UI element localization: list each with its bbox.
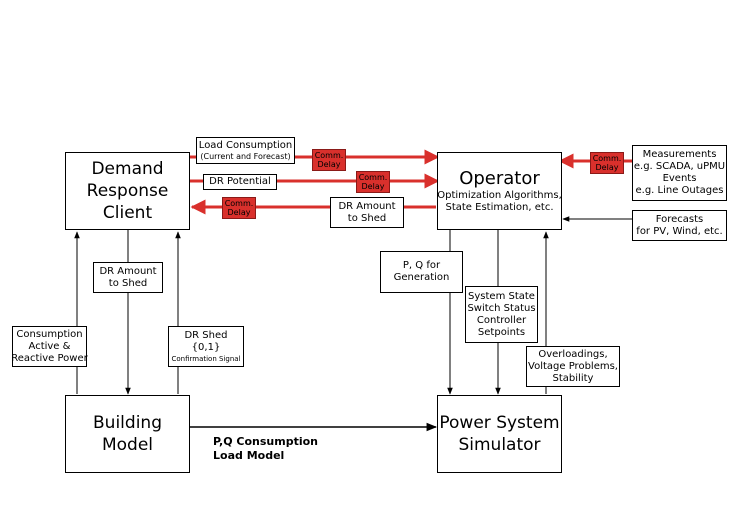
power-system-simulator-block: Power System Simulator bbox=[437, 395, 562, 473]
comm-delay-line2: Delay bbox=[361, 182, 385, 191]
pq-consumption-line1: P,Q Consumption bbox=[213, 435, 318, 448]
dr-shed-line2: {0,1} bbox=[191, 341, 221, 353]
pq-gen-line1: P, Q for bbox=[402, 260, 441, 271]
drc-line1: Demand bbox=[91, 159, 164, 179]
pq-gen-line2: Generation bbox=[393, 272, 450, 283]
dr-shed-line3: Confirmation Signal bbox=[171, 354, 241, 363]
consumption-label: Consumption Active & Reactive Power bbox=[11, 326, 88, 367]
forecasts-line1: Forecasts bbox=[655, 213, 704, 225]
operator-line1: Optimization Algorithms, bbox=[437, 190, 562, 201]
dr-amount-bld-line1: DR Amount bbox=[99, 265, 157, 277]
comm-delay-line2: Delay bbox=[317, 160, 341, 169]
measurements-line4: e.g. Line Outages bbox=[635, 185, 724, 196]
forecasts-line2: for PV, Wind, etc. bbox=[636, 225, 723, 237]
consumption-line2: Active & bbox=[28, 340, 71, 352]
measurements-line3: Events bbox=[662, 173, 697, 184]
overloadings-line1: Overloadings, bbox=[538, 348, 608, 360]
overloadings-line2: Voltage Problems, bbox=[528, 360, 618, 372]
comm-delay-badge: Comm. Delay bbox=[312, 149, 346, 171]
comm-delay-line1: Comm. bbox=[224, 199, 254, 208]
comm-delay-line2: Delay bbox=[227, 208, 251, 217]
pq-consumption-line2: Load Model bbox=[213, 449, 285, 462]
comm-delay-badge: Comm. Delay bbox=[222, 197, 256, 219]
dr-amount-op-line1: DR Amount bbox=[338, 200, 396, 212]
simulator-line2: Simulator bbox=[458, 435, 541, 455]
comm-delay-line1: Comm. bbox=[358, 173, 388, 182]
load-consumption-label: Load Consumption (Current and Forecast) bbox=[196, 137, 295, 164]
dr-shed-line1: DR Shed bbox=[184, 329, 228, 341]
comm-delay-line1: Comm. bbox=[314, 151, 344, 160]
drc-line3: Client bbox=[102, 203, 153, 223]
comm-delay-line2: Delay bbox=[595, 163, 619, 172]
comm-delay-line1: Comm. bbox=[592, 154, 622, 163]
load-consumption-line2: (Current and Forecast) bbox=[200, 151, 291, 161]
operator-line2: State Estimation, etc. bbox=[445, 202, 554, 213]
system-state-line1: System State bbox=[468, 290, 535, 302]
pq-consumption-label: P,Q Consumption Load Model bbox=[213, 435, 318, 463]
building-line1: Building bbox=[93, 413, 162, 433]
operator-title: Operator bbox=[459, 168, 540, 189]
measurements-label: Measurements e.g. SCADA, uPMU Events e.g… bbox=[632, 145, 727, 201]
measurements-line1: Measurements bbox=[642, 149, 717, 160]
demand-response-client-block: Demand Response Client bbox=[65, 152, 190, 230]
system-state-line4: Setpoints bbox=[477, 326, 526, 338]
dr-potential-text: DR Potential bbox=[209, 176, 271, 187]
overloadings-label: Overloadings, Voltage Problems, Stabilit… bbox=[526, 346, 620, 387]
pq-generation-label: P, Q for Generation bbox=[380, 251, 463, 293]
building-model-block: Building Model bbox=[65, 395, 190, 473]
system-state-label: System State Switch Status Controller Se… bbox=[465, 286, 538, 343]
building-line2: Model bbox=[101, 435, 154, 455]
dr-potential-label: DR Potential bbox=[203, 174, 277, 190]
consumption-line3: Reactive Power bbox=[11, 352, 88, 364]
dr-shed-label: DR Shed {0,1} Confirmation Signal bbox=[168, 326, 244, 367]
system-state-line3: Controller bbox=[476, 314, 527, 326]
measurements-line2: e.g. SCADA, uPMU bbox=[633, 161, 726, 172]
dr-amount-bld-line2: to Shed bbox=[108, 277, 148, 289]
consumption-line1: Consumption bbox=[16, 328, 83, 340]
load-consumption-line1: Load Consumption bbox=[198, 139, 293, 151]
dr-amount-op-line2: to Shed bbox=[347, 212, 387, 224]
system-state-line2: Switch Status bbox=[467, 302, 536, 314]
dr-amount-operator-label: DR Amount to Shed bbox=[330, 197, 404, 228]
comm-delay-badge: Comm. Delay bbox=[590, 152, 624, 174]
drc-line2: Response bbox=[86, 181, 169, 201]
forecasts-label: Forecasts for PV, Wind, etc. bbox=[632, 210, 727, 241]
overloadings-line3: Stability bbox=[552, 372, 594, 384]
comm-delay-badge: Comm. Delay bbox=[356, 171, 390, 193]
operator-block: Operator Optimization Algorithms, State … bbox=[437, 152, 562, 230]
simulator-line1: Power System bbox=[439, 413, 560, 433]
dr-amount-building-label: DR Amount to Shed bbox=[93, 262, 163, 293]
